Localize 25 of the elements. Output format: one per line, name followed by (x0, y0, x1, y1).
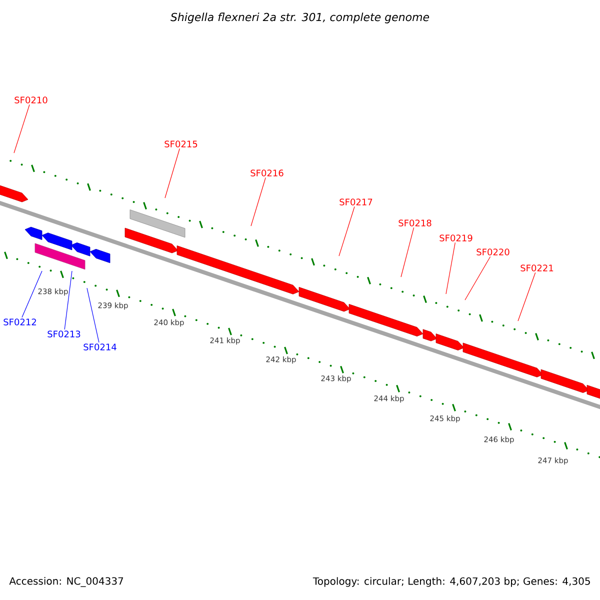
footer-text: Topology: circular; Length: 4,607,203 bp; Genes: 4,305 (312, 577, 590, 587)
leader-line (22, 270, 42, 318)
gene-label: SF0214 (84, 344, 116, 350)
gene-label: SF0212 (4, 318, 36, 326)
gene-label: SF0219 (440, 234, 472, 242)
leader-line (400, 227, 414, 278)
gene-label: SF0215 (164, 140, 198, 148)
gene-label: SF0217 (340, 198, 372, 206)
gene-label: SF0221 (520, 264, 554, 272)
leader-line (64, 270, 72, 330)
gene-label: SF0220 (476, 248, 510, 256)
footer-text: Accession: NC_004337 (9, 577, 124, 587)
gene-label: SF0213 (48, 330, 80, 338)
leader-line (164, 148, 180, 198)
leader-line (250, 177, 266, 226)
leader-line (14, 104, 30, 154)
leader-line (86, 288, 100, 343)
leader-line (446, 242, 456, 294)
leader-line (518, 272, 536, 322)
title: Shigella flexneri 2a str. 301, complete genome (170, 12, 430, 24)
leader-line (338, 206, 355, 256)
gene-label: SF0216 (250, 170, 284, 176)
gene-label: SF0210 (14, 96, 48, 104)
gene-label: SF0218 (398, 220, 432, 226)
leader-line (464, 256, 491, 300)
